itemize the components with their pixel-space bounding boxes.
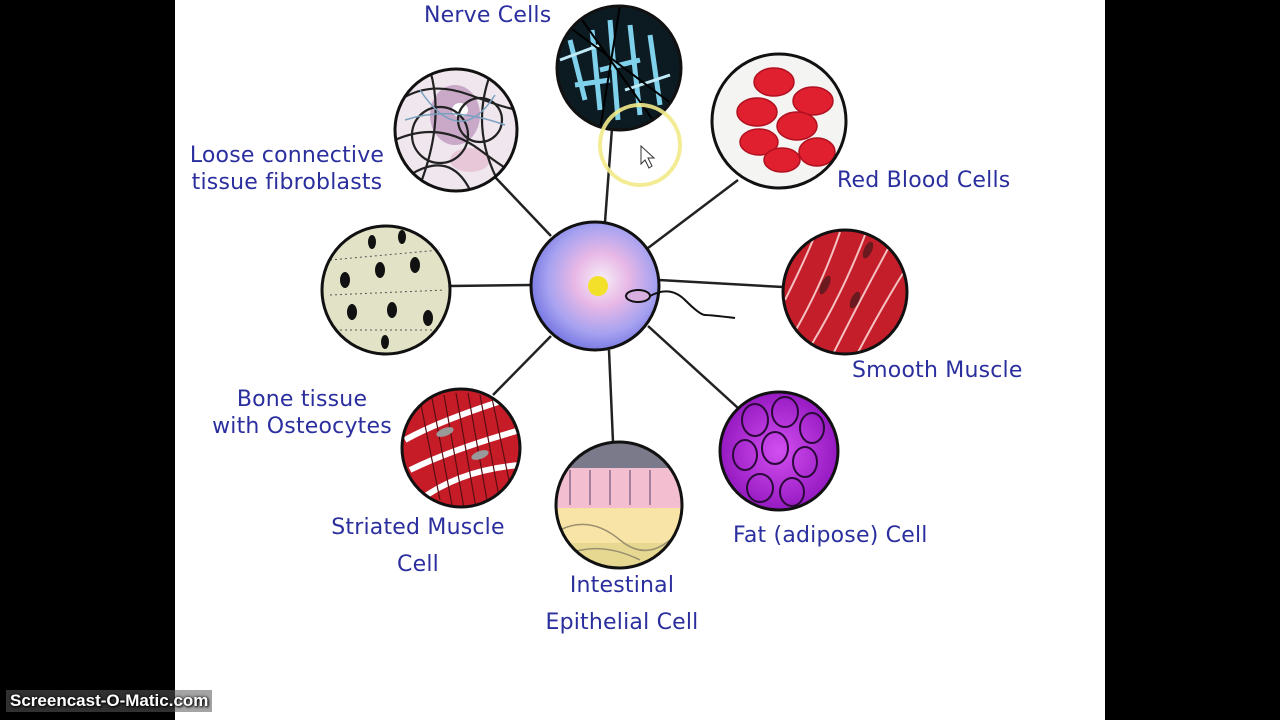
label-bone-line1: Bone tissue <box>236 387 368 412</box>
watermark: Screencast-O-Matic.com <box>6 690 213 712</box>
connector-lines <box>449 127 784 443</box>
fibroblasts-circle <box>393 67 519 193</box>
label-intestinal-line1: Intestinal <box>569 573 675 598</box>
slide: Nerve Cells Red Blood Cells Smooth Muscl… <box>175 0 1105 720</box>
label-nerve-cells: Nerve Cells <box>424 3 552 28</box>
label-red-blood-cells: Red Blood Cells <box>837 168 1011 193</box>
label-striated-line1: Striated Muscle <box>331 515 505 540</box>
red-blood-cells-circle <box>710 52 848 190</box>
label-striated-line2: Cell <box>397 552 439 577</box>
nerve-cells-circle <box>555 4 683 132</box>
smooth-muscle-circle <box>781 228 909 356</box>
label-smooth-muscle: Smooth Muscle <box>852 358 1023 383</box>
bone-tissue-circle <box>320 224 452 356</box>
fat-cell-circle <box>718 390 840 512</box>
label-fibroblasts-line2: tissue fibroblasts <box>191 170 383 195</box>
label-fat-cell: Fat (adipose) Cell <box>733 523 928 548</box>
cell-differentiation-diagram <box>320 4 909 570</box>
label-fibroblasts-line1: Loose connective <box>189 143 385 168</box>
label-bone-line2: with Osteocytes <box>212 414 392 439</box>
cursor-highlight <box>598 103 682 187</box>
striated-muscle-circle <box>400 387 522 509</box>
intestinal-epithelial-cell-circle <box>554 440 684 570</box>
stem-cell <box>529 220 736 352</box>
arrow-cursor-icon <box>640 144 656 169</box>
label-intestinal-line2: Epithelial Cell <box>545 610 699 635</box>
